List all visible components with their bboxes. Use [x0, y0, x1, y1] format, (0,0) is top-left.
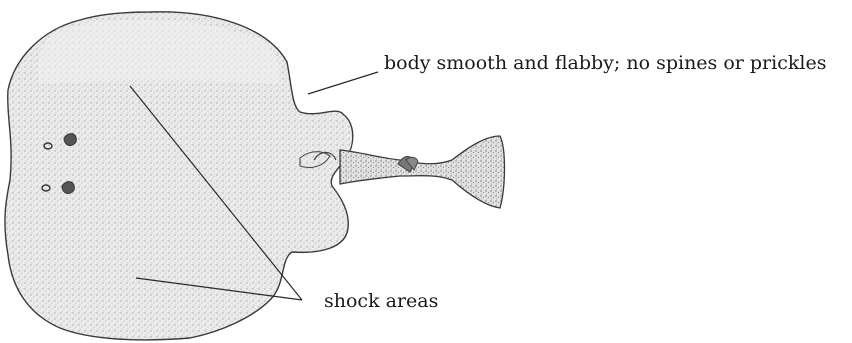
spiracle-lower: [62, 182, 74, 194]
label-shock-areas: shock areas: [324, 292, 438, 311]
ray-tail: [340, 136, 505, 208]
leader-line-body: [308, 72, 378, 94]
label-body-texture: body smooth and flabby; no spines or pri…: [384, 54, 826, 73]
spiracle-upper: [64, 134, 76, 146]
